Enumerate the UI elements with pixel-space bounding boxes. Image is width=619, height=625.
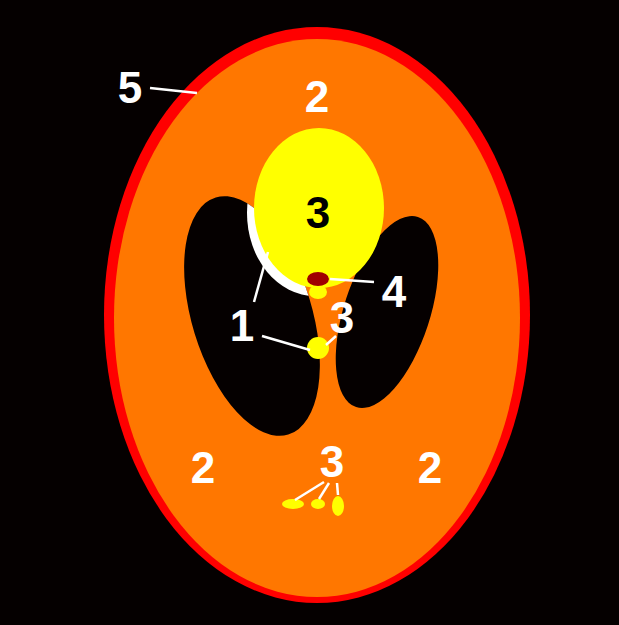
- tiny-yellow-ellipse: [282, 499, 304, 509]
- callout-number: 3: [306, 191, 330, 235]
- leader-line: [150, 88, 197, 93]
- leader-line: [319, 483, 329, 499]
- callout-number: 4: [382, 270, 406, 314]
- small-yellow-circle: [307, 337, 329, 359]
- outer-skull-ellipse: [104, 27, 530, 603]
- callout-number: 2: [305, 75, 329, 119]
- large-yellow-ellipse: [254, 128, 384, 288]
- leader-lines: [150, 88, 374, 500]
- callout-number: 3: [330, 296, 354, 340]
- dark-red-ellipse: [307, 272, 329, 286]
- callout-number: 2: [191, 446, 215, 490]
- leader-line: [337, 483, 338, 495]
- brain-ellipse: [114, 39, 520, 597]
- tiny-yellow-ellipse: [311, 499, 325, 509]
- leader-line: [330, 279, 374, 282]
- tiny-yellow-ellipse: [332, 496, 344, 516]
- leader-line: [254, 252, 268, 302]
- callout-number: 3: [320, 440, 344, 484]
- leader-line: [262, 336, 310, 350]
- callout-number: 5: [118, 66, 142, 110]
- callout-number: 2: [418, 446, 442, 490]
- small-yellow-ellipse: [309, 285, 327, 299]
- callout-number: 1: [230, 304, 254, 348]
